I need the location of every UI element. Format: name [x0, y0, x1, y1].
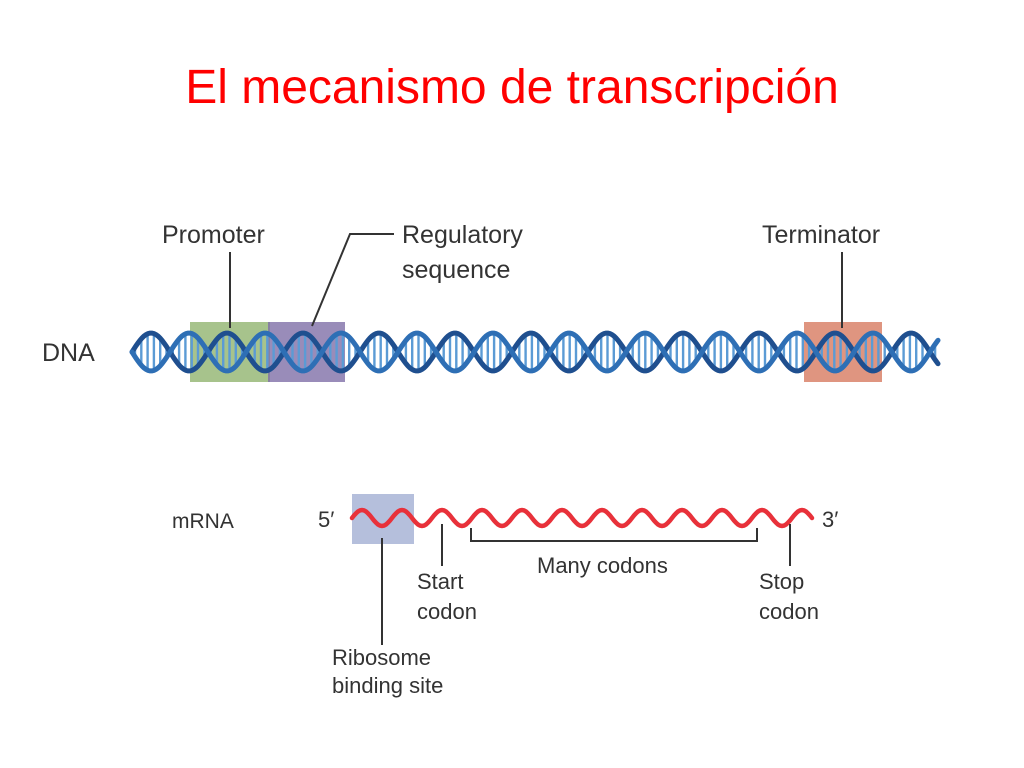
rbs-label-line2: binding site [332, 673, 443, 698]
rbs-label-line1: Ribosome [332, 645, 431, 670]
start-codon-label-line2: codon [417, 599, 477, 624]
mrna-wave [349, 507, 815, 529]
dna-double-helix [129, 330, 941, 374]
dna-strand-front [129, 330, 941, 374]
mrna-strand [349, 507, 815, 529]
three-prime-label: 3′ [822, 507, 838, 532]
mrna-label: mRNA [172, 510, 234, 533]
regulatory-label-line2: sequence [402, 256, 510, 284]
regulatory-label-line1: Regulatory [402, 221, 523, 249]
slide-title: El mecanismo de transcripción [185, 61, 839, 114]
stop-codon-label-line2: codon [759, 599, 819, 624]
stop-codon-label-line1: Stop [759, 569, 804, 594]
terminator-label: Terminator [762, 221, 880, 249]
many-codons-label: Many codons [537, 553, 668, 578]
dna-strand-back [129, 330, 941, 374]
start-codon-label-line1: Start [417, 569, 463, 594]
promoter-label: Promoter [162, 221, 265, 249]
dna-label: DNA [42, 339, 95, 367]
many-codons-bracket [470, 528, 758, 542]
regulatory-leader-line [311, 233, 394, 327]
five-prime-label: 5′ [318, 507, 334, 532]
ribosome-binding-site-box [352, 494, 414, 544]
